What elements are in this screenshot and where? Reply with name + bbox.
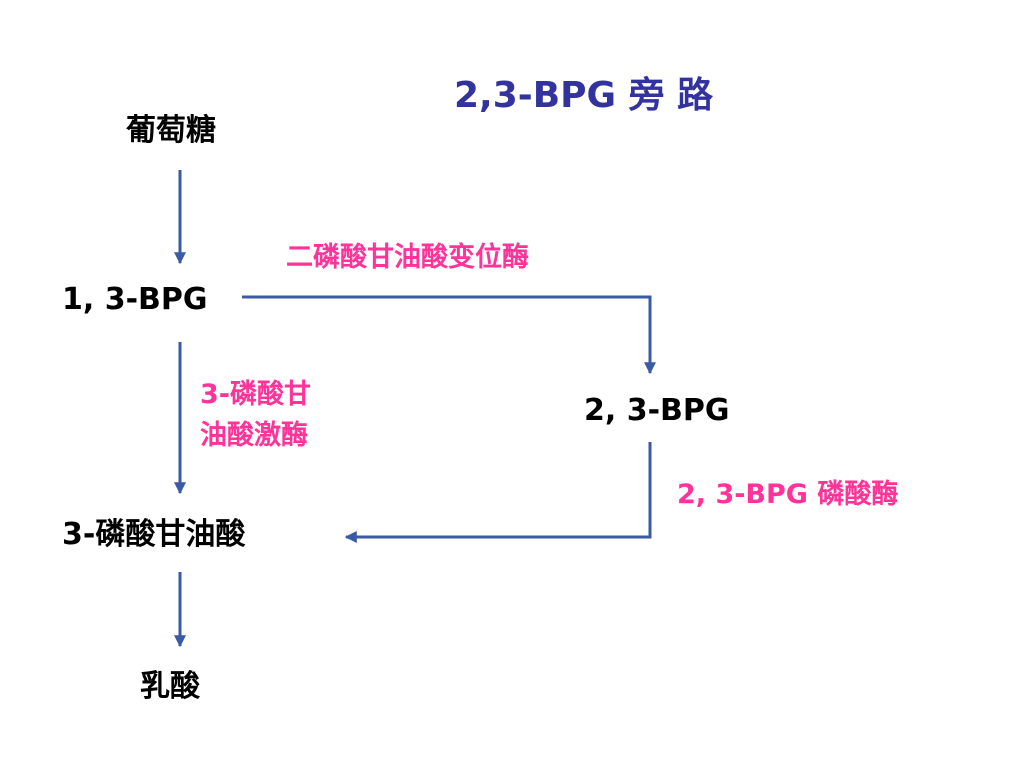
enzyme-2-3-bpg-phosphatase: 2, 3-BPG 磷酸酶	[677, 479, 899, 510]
enzyme-phosphoglycerate-kinase-line2: 油酸激酶	[200, 420, 308, 451]
enzyme-bisphosphoglycerate-mutase: 二磷酸甘油酸变位酶	[286, 242, 529, 273]
node-lactate: 乳酸	[140, 669, 200, 704]
node-2-3-bpg: 2, 3-BPG	[584, 393, 730, 428]
node-glucose: 葡萄糖	[126, 113, 216, 148]
arrow-23bpg-to-3pg	[344, 442, 652, 543]
enzyme-phosphoglycerate-kinase-line1: 3-磷酸甘	[200, 379, 311, 410]
arrow-13bpg-to-23bpg	[242, 295, 656, 375]
node-3-phosphoglycerate: 3-磷酸甘油酸	[62, 517, 246, 552]
node-1-3-bpg: 1, 3-BPG	[62, 282, 208, 317]
slide-title: 2,3-BPG 旁 路	[454, 75, 714, 116]
